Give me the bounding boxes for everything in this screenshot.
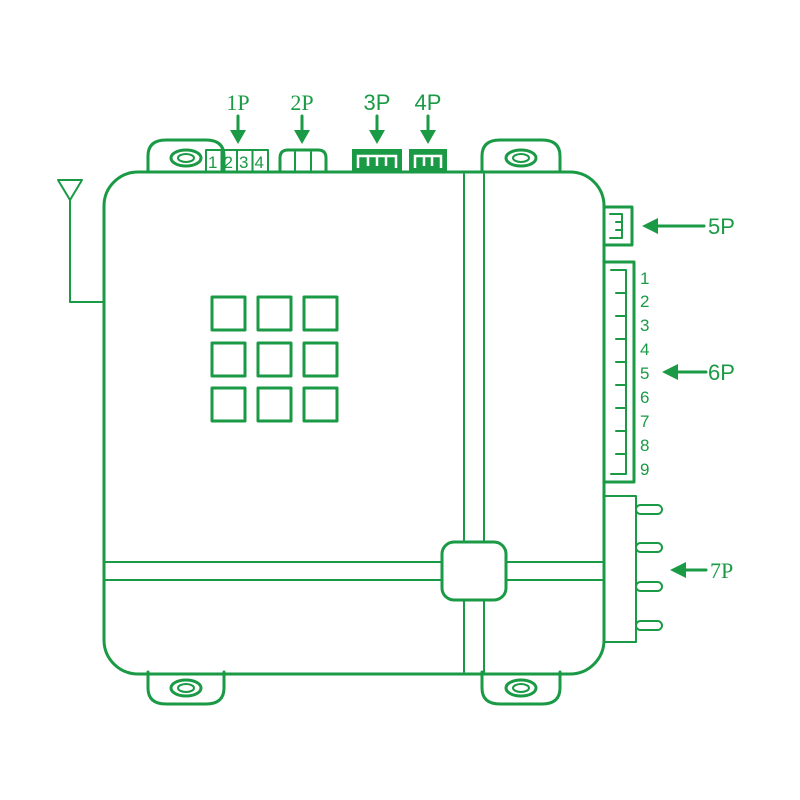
dip-switch-number: 1 <box>208 153 217 172</box>
label-5p: 5P <box>708 214 735 239</box>
keypad-key <box>256 341 293 378</box>
pin-number: 5 <box>640 364 649 383</box>
dip-switch-number: 2 <box>224 153 233 172</box>
keypad-key <box>256 386 293 423</box>
label-1p: 1P <box>226 90 249 115</box>
keypad-key <box>210 341 247 378</box>
label-2p: 2P <box>290 90 313 115</box>
mounting-ear-bottom-left <box>146 670 226 706</box>
arrow-down-icon <box>420 114 436 144</box>
arrow-down-icon <box>230 114 246 144</box>
label-3p: 3P <box>364 90 391 115</box>
housing-horizontal-seam <box>105 561 603 581</box>
pin-number: 8 <box>640 436 649 455</box>
arrow-down-icon <box>369 114 385 144</box>
keypad-key <box>302 295 339 332</box>
mounting-ear-top-right <box>480 138 562 174</box>
dip-switch-number: 4 <box>255 153 264 172</box>
arrow-left-icon <box>662 364 708 380</box>
housing-body <box>102 170 606 676</box>
seam-junction-block <box>440 540 508 602</box>
pin-number: 6 <box>640 388 649 407</box>
arrow-left-icon <box>670 562 708 578</box>
connector-5p <box>602 205 634 247</box>
label-6p: 6P <box>708 360 735 385</box>
connector-6p <box>602 260 636 484</box>
keypad-key <box>256 295 293 332</box>
keypad-key <box>210 386 247 423</box>
keypad-key <box>302 386 339 423</box>
connector-1p-dip-switch: 1 2 3 4 <box>205 149 269 173</box>
keypad-key <box>302 341 339 378</box>
pin-number: 1 <box>640 269 649 288</box>
antenna-icon <box>57 179 105 303</box>
keypad <box>210 295 339 423</box>
mounting-ear-bottom-right <box>480 670 562 706</box>
housing-vertical-seam <box>463 173 485 673</box>
connector-2p <box>278 148 328 174</box>
label-7p: 7P <box>710 558 733 583</box>
pin-number: 9 <box>640 460 649 479</box>
pin-number: 4 <box>640 340 649 359</box>
connector-3p <box>352 149 402 173</box>
dip-switch-number: 3 <box>239 153 248 172</box>
pin-number: 7 <box>640 412 649 431</box>
connector-4p <box>409 149 447 173</box>
pin-number: 2 <box>640 292 649 311</box>
keypad-key <box>210 295 247 332</box>
connector-7p <box>603 495 663 643</box>
pin-number: 3 <box>640 316 649 335</box>
arrow-left-icon <box>642 218 706 234</box>
label-4p: 4P <box>415 90 442 115</box>
arrow-down-icon <box>294 114 310 144</box>
